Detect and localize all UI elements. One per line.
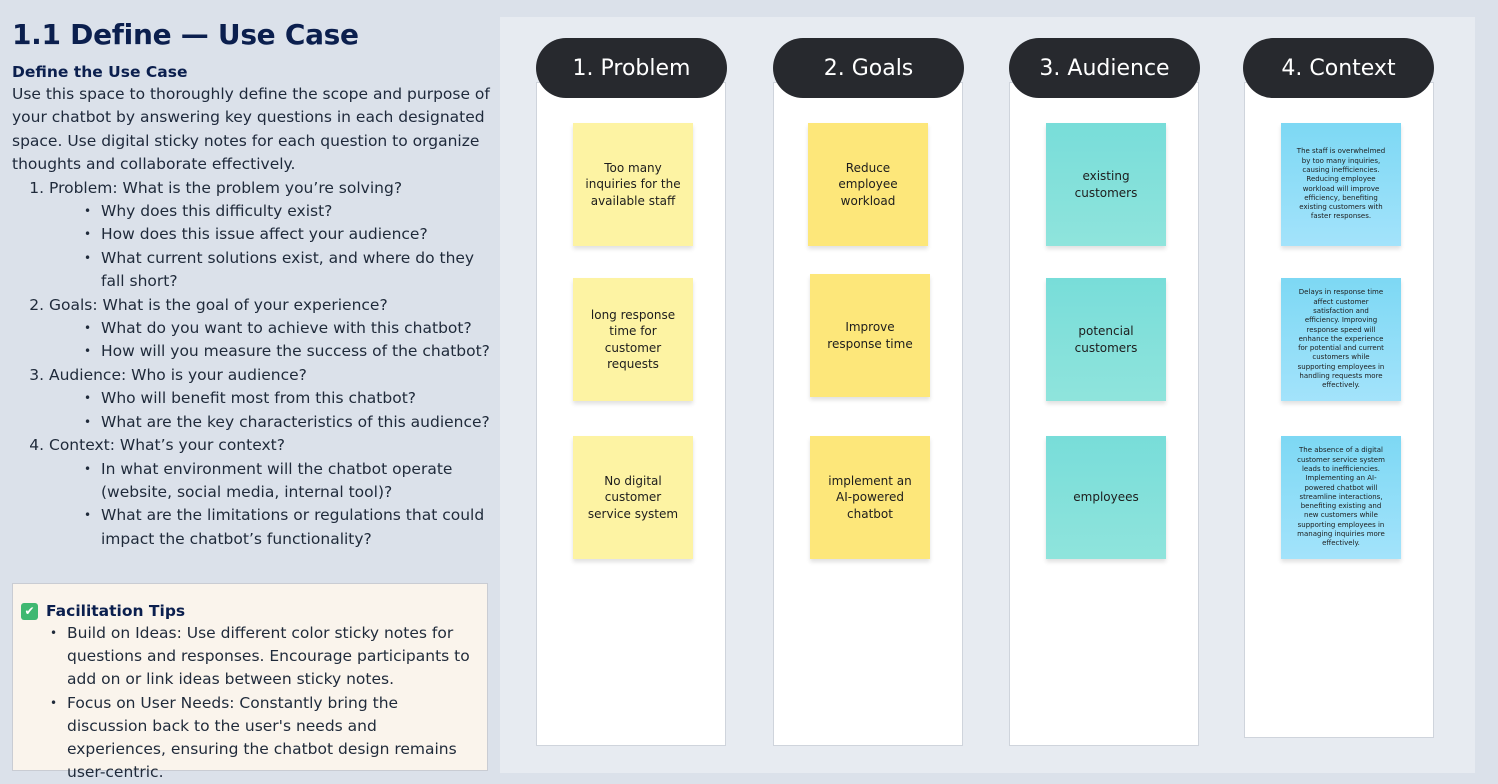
question-item: Problem: What is the problem you’re solv… [49, 177, 490, 294]
column-header-problem[interactable]: 1. Problem [536, 38, 727, 98]
section-title: Define the Use Case [12, 63, 188, 81]
sub-question: What current solutions exist, and where … [84, 247, 490, 294]
tips-header: ✔ Facilitation Tips [21, 602, 473, 620]
sub-question: How does this issue affect your audience… [84, 223, 490, 247]
question-label: Problem: What is the problem you’re solv… [49, 178, 403, 197]
sticky-note[interactable]: No digital customer service system [573, 436, 693, 559]
tip-item: Focus on User Needs: Constantly bring th… [50, 692, 473, 784]
column-header-audience[interactable]: 3. Audience [1009, 38, 1200, 98]
sticky-note[interactable]: potencial customers [1046, 278, 1166, 401]
sub-question: How will you measure the success of the … [84, 340, 490, 364]
sticky-note[interactable]: Delays in response time affect customer … [1281, 278, 1401, 401]
intro-text: Use this space to thoroughly define the … [12, 85, 490, 174]
sticky-note[interactable]: Too many inquiries for the available sta… [573, 123, 693, 246]
sub-question: Who will benefit most from this chatbot? [84, 387, 490, 411]
question-list: Problem: What is the problem you’re solv… [12, 177, 490, 552]
whiteboard-canvas[interactable]: 1. Problem Too many inquiries for the av… [500, 17, 1475, 773]
sub-question-list: In what environment will the chatbot ope… [49, 458, 490, 552]
checkmark-icon: ✔ [21, 602, 38, 620]
tips-list: Build on Ideas: Use different color stic… [21, 622, 473, 784]
tip-item: Build on Ideas: Use different color stic… [50, 622, 473, 692]
column-header-goals[interactable]: 2. Goals [773, 38, 964, 98]
sticky-note[interactable]: The staff is overwhelmed by too many inq… [1281, 123, 1401, 246]
question-label: Audience: Who is your audience? [49, 365, 307, 384]
question-label: Context: What’s your context? [49, 436, 285, 455]
question-item: Context: What’s your context? In what en… [49, 434, 490, 551]
sub-question: In what environment will the chatbot ope… [84, 458, 490, 505]
sub-question-list: What do you want to achieve with this ch… [49, 317, 490, 364]
tips-title: Facilitation Tips [46, 602, 186, 620]
sticky-note[interactable]: long response time for customer requests [573, 278, 693, 401]
facilitation-tips-card: ✔ Facilitation Tips Build on Ideas: Use … [12, 583, 488, 781]
sub-question-list: Who will benefit most from this chatbot?… [49, 387, 490, 434]
sticky-note[interactable]: Improve response time [810, 274, 930, 397]
sub-question: What do you want to achieve with this ch… [84, 317, 490, 341]
instructions-panel: 1.1 Define — Use Case Define the Use Cas… [12, 18, 490, 551]
page-title: 1.1 Define — Use Case [12, 18, 359, 51]
sticky-note[interactable]: Reduce employee workload [808, 123, 928, 246]
sticky-note[interactable]: employees [1046, 436, 1166, 559]
sticky-note[interactable]: implement an AI-powered chatbot [810, 436, 930, 559]
sub-question: What are the limitations or regulations … [84, 504, 490, 551]
question-item: Audience: Who is your audience? Who will… [49, 364, 490, 435]
question-item: Goals: What is the goal of your experien… [49, 294, 490, 365]
column-header-context[interactable]: 4. Context [1243, 38, 1434, 98]
sub-question: What are the key characteristics of this… [84, 411, 490, 435]
sub-question: Why does this difficulty exist? [84, 200, 490, 224]
sticky-note[interactable]: existing customers [1046, 123, 1166, 246]
question-label: Goals: What is the goal of your experien… [49, 295, 388, 314]
sub-question-list: Why does this difficulty exist? How does… [49, 200, 490, 294]
sticky-note[interactable]: The absence of a digital customer servic… [1281, 436, 1401, 559]
